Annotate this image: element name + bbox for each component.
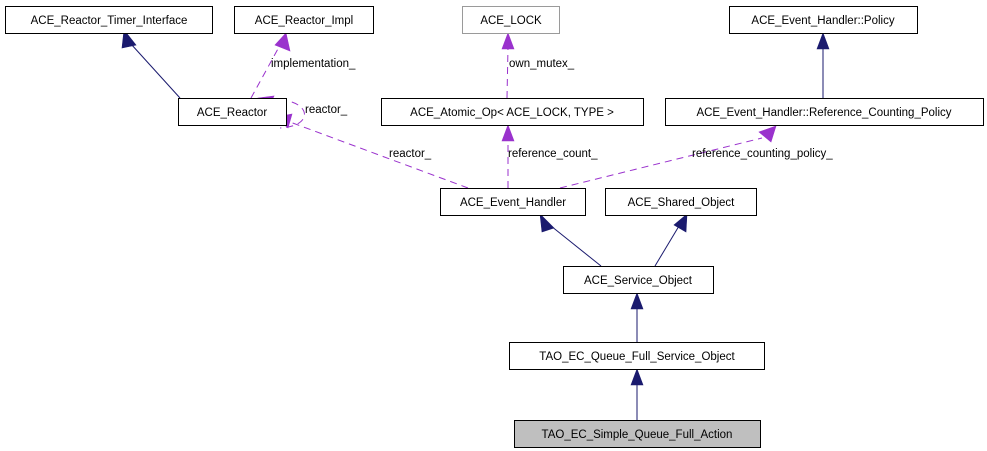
node-box[interactable]	[563, 266, 714, 294]
node-ace-reactor[interactable]: ACE_Reactor	[178, 98, 287, 126]
inheritance-arrowhead	[121, 29, 137, 49]
edge-line	[289, 121, 469, 189]
edge-simple-queue-full-action-inherits-queue-full-service-object	[630, 368, 644, 420]
node-box[interactable]	[178, 98, 287, 126]
node-box[interactable]	[462, 6, 560, 34]
association-arrowhead	[758, 125, 777, 143]
node-label: ACE_Service_Object	[584, 275, 693, 287]
node-label: ACE_Event_Handler	[460, 197, 566, 209]
node-box[interactable]	[605, 188, 757, 216]
edge-label-reactor-self: reactor_	[305, 104, 348, 116]
edge-event-handler-reference-counting-policy	[559, 125, 777, 189]
association-arrowhead-top	[274, 32, 291, 52]
node-box[interactable]	[5, 6, 213, 34]
node-label: TAO_EC_Queue_Full_Service_Object	[539, 351, 735, 363]
edge-line	[559, 137, 763, 189]
edge-label-reference-count: reference_count_	[508, 148, 598, 160]
node-box[interactable]	[509, 342, 765, 370]
association-arrowhead	[501, 124, 515, 142]
node-label: ACE_Shared_Object	[628, 197, 736, 209]
inheritance-arrowhead	[816, 32, 830, 50]
node-ace-shared-object[interactable]: ACE_Shared_Object	[605, 188, 757, 216]
node-box[interactable]	[381, 98, 644, 126]
edge-atomic-op-own-mutex	[501, 32, 515, 99]
node-label: ACE_Event_Handler::Reference_Counting_Po…	[696, 107, 951, 119]
node-tao-ec-queue-full-service-object[interactable]: TAO_EC_Queue_Full_Service_Object	[509, 342, 765, 370]
node-box[interactable]	[234, 6, 374, 34]
node-label: ACE_Reactor_Timer_Interface	[31, 15, 188, 27]
inheritance-arrowhead	[630, 368, 644, 386]
edge-line	[130, 43, 181, 99]
node-label: ACE_Reactor	[197, 107, 267, 119]
node-box[interactable]	[729, 6, 918, 34]
node-ace-lock[interactable]: ACE_LOCK	[462, 6, 560, 34]
node-ace-service-object[interactable]: ACE_Service_Object	[563, 266, 714, 294]
node-ace-reactor-timer-interface[interactable]: ACE_Reactor_Timer_Interface	[5, 6, 213, 34]
node-box[interactable]	[665, 98, 984, 126]
node-ace-event-handler-reference-counting-policy[interactable]: ACE_Event_Handler::Reference_Counting_Po…	[665, 98, 984, 126]
edge-service-object-inherits-shared-object	[654, 213, 688, 267]
edge-label-own-mutex: own_mutex_	[509, 58, 575, 70]
edge-event-handler-reference-count	[501, 124, 515, 188]
edge-service-object-inherits-event-handler	[539, 213, 602, 267]
edge-label-reactor: reactor_	[389, 148, 432, 160]
node-ace-event-handler[interactable]: ACE_Event_Handler	[440, 188, 586, 216]
inheritance-arrowhead	[630, 292, 644, 310]
edge-label-implementation: implementation_	[271, 58, 356, 70]
node-box[interactable]	[440, 188, 586, 216]
inheritance-arrowhead	[673, 213, 688, 233]
node-label: ACE_Event_Handler::Policy	[751, 15, 894, 27]
node-tao-ec-simple-queue-full-action[interactable]: TAO_EC_Simple_Queue_Full_Action	[514, 420, 761, 448]
node-label: ACE_Atomic_Op< ACE_LOCK, TYPE >	[410, 107, 614, 119]
node-label: ACE_Reactor_Impl	[255, 15, 353, 27]
node-ace-atomic-op[interactable]: ACE_Atomic_Op< ACE_LOCK, TYPE >	[381, 98, 644, 126]
edge-labels-layer: implementation_ reactor_ own_mutex_ reac…	[271, 58, 833, 160]
edge-line	[550, 225, 602, 267]
edge-line	[654, 225, 680, 267]
node-ace-event-handler-policy[interactable]: ACE_Event_Handler::Policy	[729, 6, 918, 34]
node-label: TAO_EC_Simple_Queue_Full_Action	[542, 429, 733, 441]
edge-ref-counting-policy-inherits-policy	[816, 32, 830, 98]
edge-line	[506, 46, 509, 99]
node-label: ACE_LOCK	[480, 15, 542, 27]
node-ace-reactor-impl[interactable]: ACE_Reactor_Impl	[234, 6, 374, 34]
edge-reactor-inherits-timer-interface	[121, 29, 181, 99]
edge-line	[250, 46, 280, 99]
edge-queue-full-service-object-inherits-service-object	[630, 292, 644, 342]
edge-label-reference-counting-policy: reference_counting_policy_	[692, 148, 833, 160]
association-arrowhead	[501, 32, 515, 50]
nodes-layer: ACE_Reactor_Timer_Interface ACE_Reactor_…	[5, 6, 984, 448]
inheritance-arrowhead	[539, 213, 555, 233]
node-box	[514, 420, 761, 448]
